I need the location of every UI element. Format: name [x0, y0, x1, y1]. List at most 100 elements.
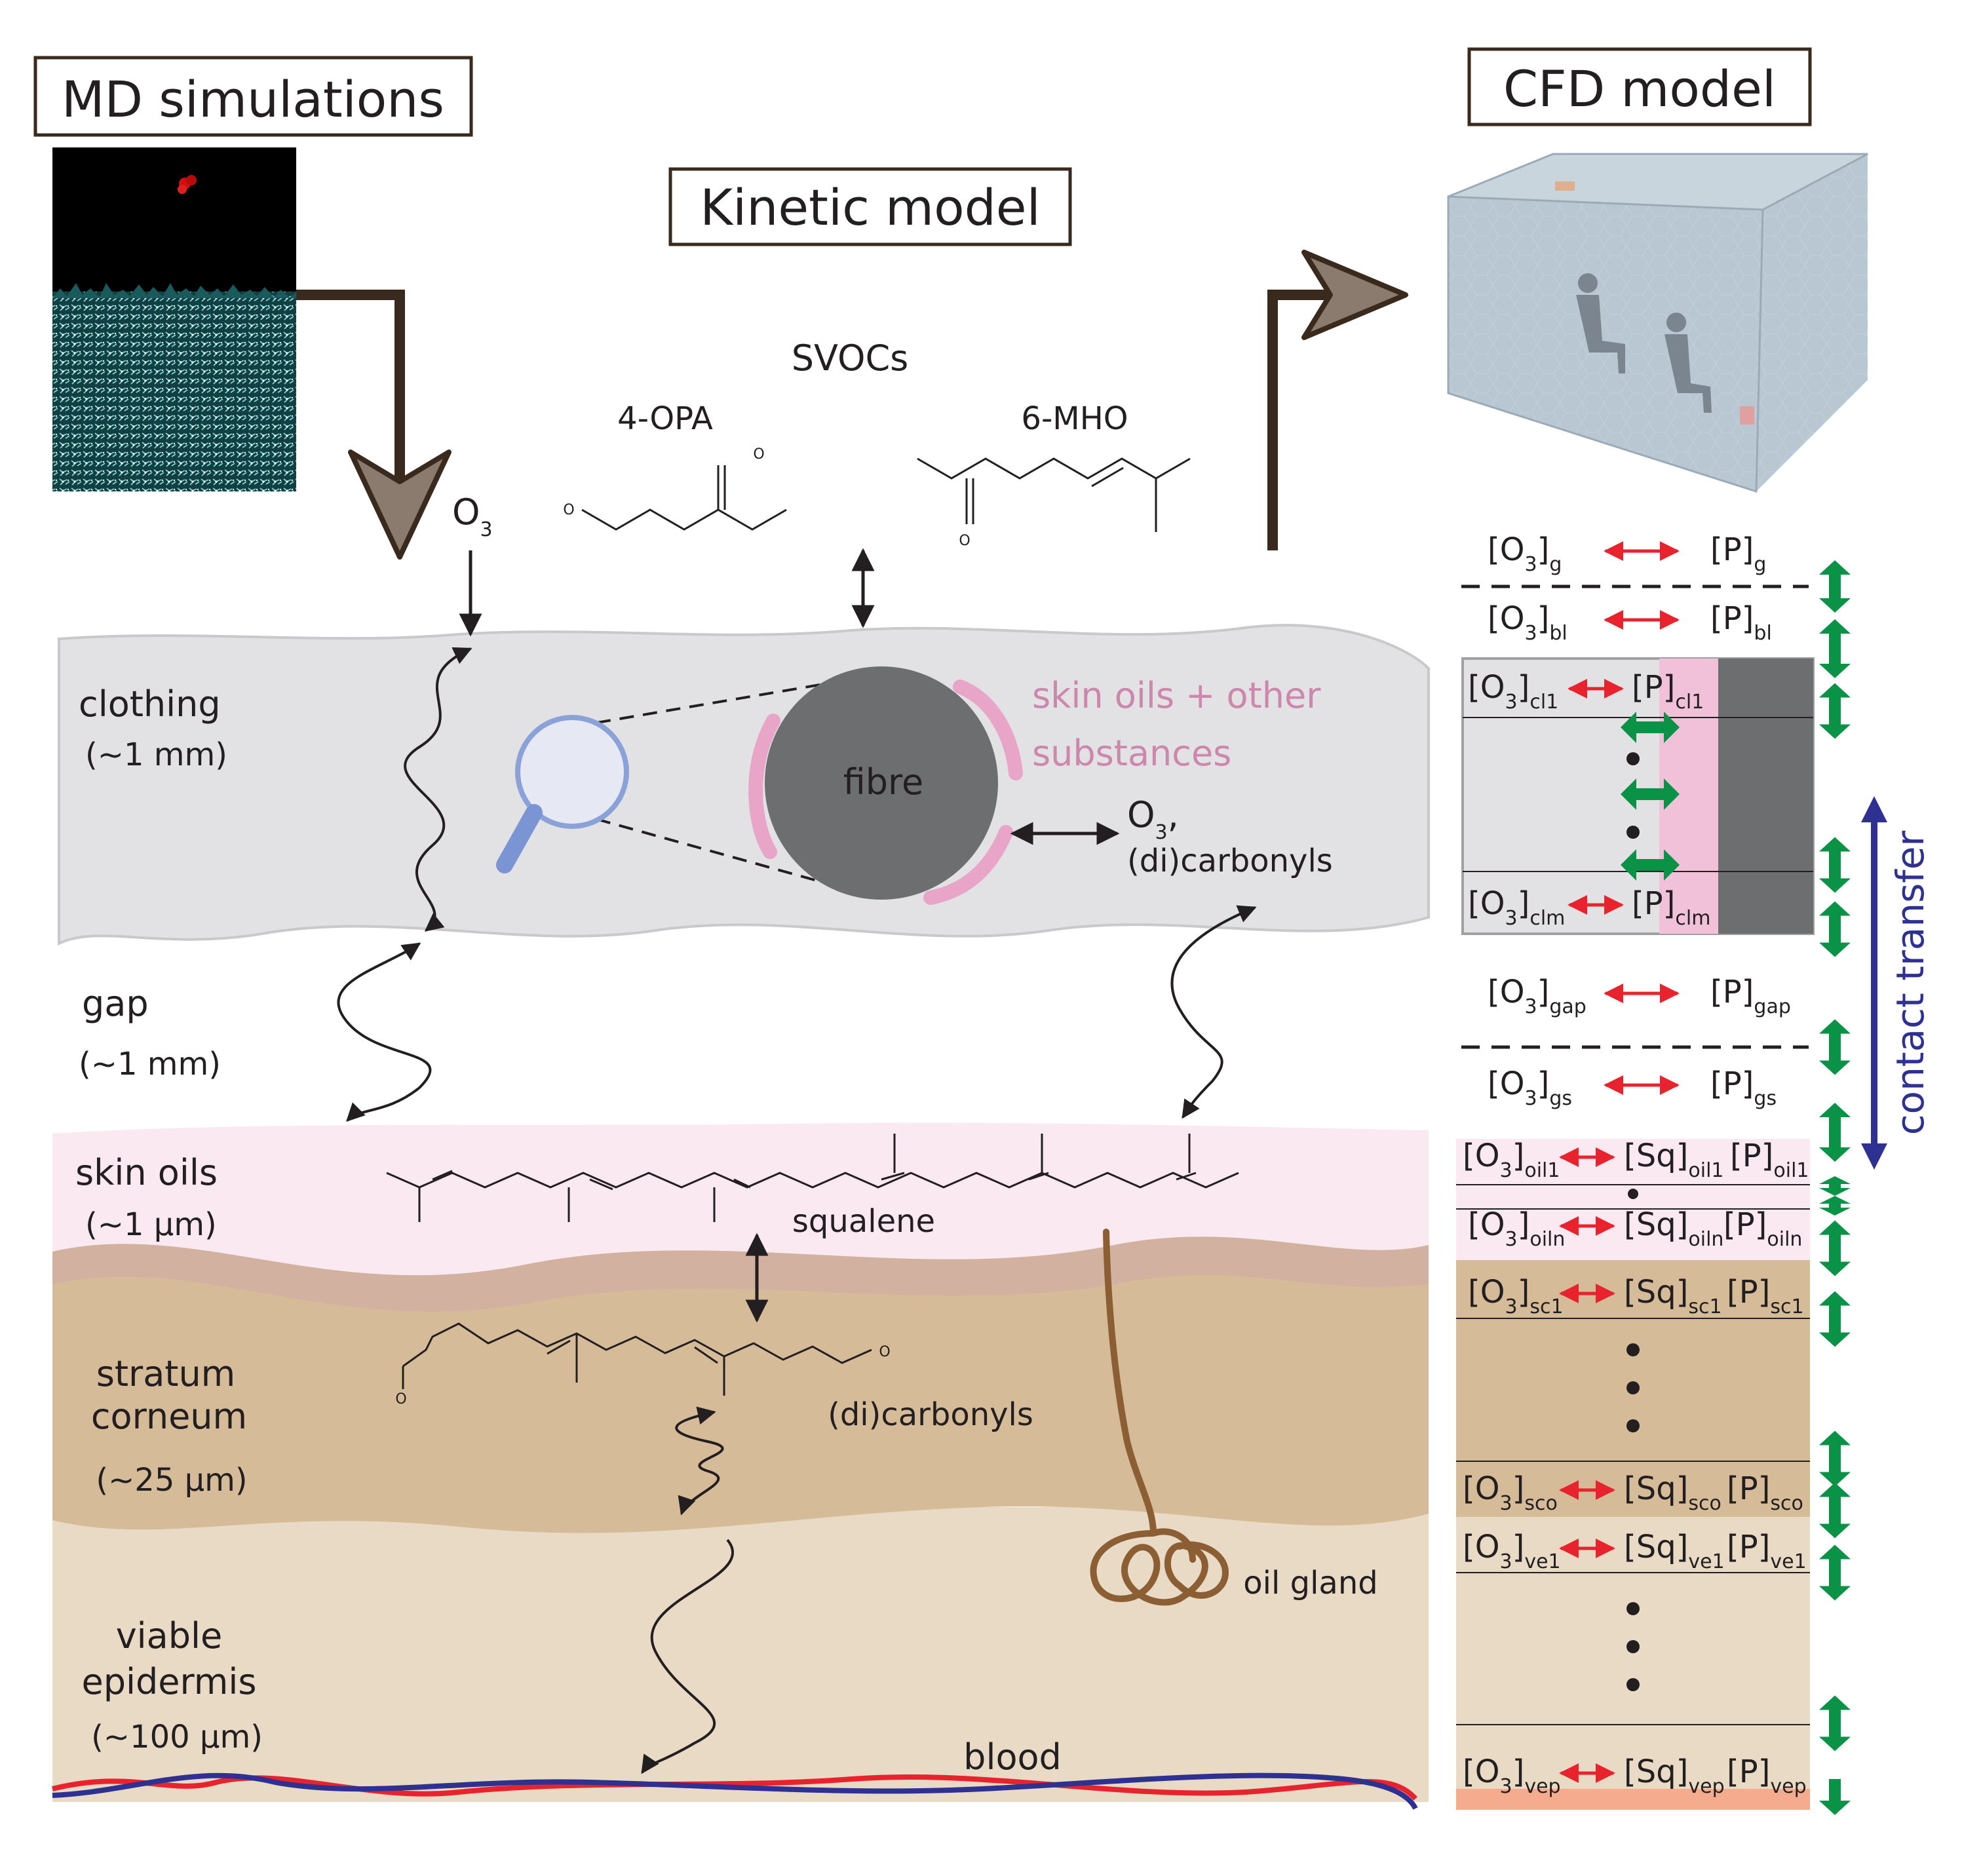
blood-vessel-blue [52, 1772, 1418, 1810]
lateral-transfer-arrow [1621, 849, 1680, 881]
mass-transfer-arrow [1819, 1176, 1851, 1196]
clothing-layer [58, 624, 1430, 946]
product-compartment-label: [P]g [1710, 531, 1766, 576]
clothing-diffusion-arrow [404, 647, 472, 932]
ozone-compartment-label: [O3]g [1488, 531, 1562, 576]
contact-transfer-label: contact transfer [1888, 831, 1933, 1136]
fibre-circle [765, 666, 998, 900]
epidermis-diffusion-arrow [641, 1539, 734, 1774]
opa-oxygen: O [563, 502, 574, 518]
ellipsis-dot [1626, 1640, 1640, 1653]
mass-transfer-arrow [1819, 1019, 1851, 1075]
skin-oils-label: skin oils [75, 1152, 218, 1193]
dicarbonyls-label: (di)carbonyls [828, 1396, 1033, 1433]
product-compartment-label: [P]oiln [1723, 1206, 1802, 1251]
coating-label-1: skin oils + other [1032, 675, 1321, 716]
squalene-label: squalene [792, 1203, 935, 1240]
kinetic-to-cfd-arrow [1267, 250, 1408, 550]
opa-structure [581, 465, 787, 531]
cfd-title: CFD model [1503, 60, 1776, 118]
mass-transfer-arrow [1819, 1220, 1851, 1276]
product-compartment-label: [P]sco [1727, 1470, 1803, 1515]
squalene-compartment-label: [Sq]vep [1624, 1753, 1725, 1798]
cfd-room-model [1447, 153, 1868, 493]
mass-transfer-arrow [1819, 1430, 1851, 1487]
product-compartment-label: [P]sc1 [1727, 1274, 1804, 1318]
ozone-label: O3 [452, 491, 493, 541]
dicarbonyl-oxygen-right: O [879, 1344, 890, 1360]
mass-transfer-arrow [1819, 683, 1851, 739]
blood-vessels [52, 1772, 1418, 1810]
mho-structure [917, 457, 1191, 532]
md-slab-surface [52, 283, 320, 300]
mass-transfer-arrow [1819, 1544, 1851, 1601]
blood-label: blood [963, 1736, 1062, 1778]
ozone-compartment-label: [O3]ve1 [1463, 1529, 1561, 1573]
mass-transfer-arrow [1819, 1103, 1851, 1162]
squalene-compartment-label: [Sq]sc1 [1624, 1274, 1722, 1318]
magnifier-handle [496, 804, 543, 873]
mass-transfer-arrow [1819, 1482, 1851, 1539]
outflow-arrow [1819, 1779, 1851, 1815]
ellipsis-dot [1626, 1381, 1640, 1394]
squalene-compartment-label: [Sq]oil1 [1624, 1138, 1724, 1182]
viable-label-2: epidermis [82, 1661, 257, 1702]
stratum-label-2: corneum [91, 1396, 247, 1437]
ozone-compartment-label: [O3]gs [1488, 1065, 1572, 1110]
squalene-compartment-label: [Sq]ve1 [1624, 1529, 1725, 1573]
lateral-transfer-arrow [1621, 712, 1680, 743]
cfd-occupant-2 [1664, 313, 1712, 413]
lateral-transfer-arrow [1621, 778, 1680, 810]
ozone-compartment-label: [O3]oiln [1468, 1206, 1565, 1251]
cfd-vent-outlet [1740, 406, 1754, 425]
md-to-kinetic-arrow [296, 290, 452, 560]
fibre-label: fibre [843, 761, 924, 803]
squalene-compartment-label: [Sq]sco [1624, 1470, 1722, 1515]
clothing-size: (~1 mm) [85, 737, 227, 773]
gap-label: gap [82, 983, 149, 1024]
skin-oils-size: (~1 µm) [85, 1206, 217, 1243]
squalene-structure [386, 1134, 1239, 1222]
mass-transfer-arrow [1819, 1291, 1851, 1347]
ozone-compartment-label: [O3]sc1 [1468, 1274, 1564, 1318]
ozone-compartment-label: [O3]bl [1488, 600, 1568, 645]
md-title-box [33, 56, 473, 137]
viable-epidermis-layer [52, 1507, 1429, 1802]
oil-compartment-block [1456, 1139, 1810, 1260]
mho-label: 6-MHO [1021, 400, 1128, 437]
compartment-panel: contact transfer [1456, 584, 1933, 1810]
fibre-ozone-label: O3, [1127, 794, 1179, 844]
magnifier-lens [515, 715, 629, 829]
ozone-compartment-label: [O3]oil1 [1463, 1138, 1560, 1182]
md-water-slab [52, 292, 296, 491]
product-compartment-label: [P]clm [1632, 885, 1710, 930]
mass-transfer-arrow [1819, 1196, 1851, 1216]
opa-ketone-oxygen: O [753, 446, 764, 463]
diffusion-arrows [337, 647, 1257, 1774]
clothing-label: clothing [79, 683, 221, 725]
vep-bottom-band [1456, 1789, 1810, 1810]
product-compartment-label: [P]cl1 [1632, 669, 1704, 714]
mass-transfer-arrow [1819, 560, 1851, 613]
stratum-size: (~25 µm) [96, 1462, 247, 1499]
ellipsis-dot [1626, 752, 1640, 765]
mass-transfer-arrow [1819, 837, 1851, 893]
md-title: MD simulations [62, 70, 444, 128]
product-compartment-label: [P]gap [1710, 974, 1791, 1018]
dicarbonyl-structure [402, 1322, 872, 1396]
opa-label: 4-OPA [617, 400, 713, 437]
coating-label-2: substances [1032, 733, 1231, 774]
compartment-equations: [O3]g[P]g[O3]bl[P]bl[O3]cl1[P]cl1[O3]clm… [1463, 531, 1809, 1798]
ellipsis-dot [1626, 826, 1640, 839]
kinetic-title: Kinetic model [700, 178, 1040, 237]
product-compartment-label: [P]vep [1727, 1753, 1807, 1798]
ellipsis-dot [1626, 1419, 1640, 1432]
md-panel: MD simulations [33, 56, 473, 491]
gland-diffusion-arrow [1170, 905, 1257, 1119]
ozone-atom [186, 175, 197, 185]
mho-oxygen: O [959, 533, 970, 549]
product-compartment-label: [P]gs [1710, 1065, 1777, 1110]
cfd-panel: CFD model [1447, 47, 1868, 493]
cfd-vent-inlet [1555, 182, 1575, 191]
